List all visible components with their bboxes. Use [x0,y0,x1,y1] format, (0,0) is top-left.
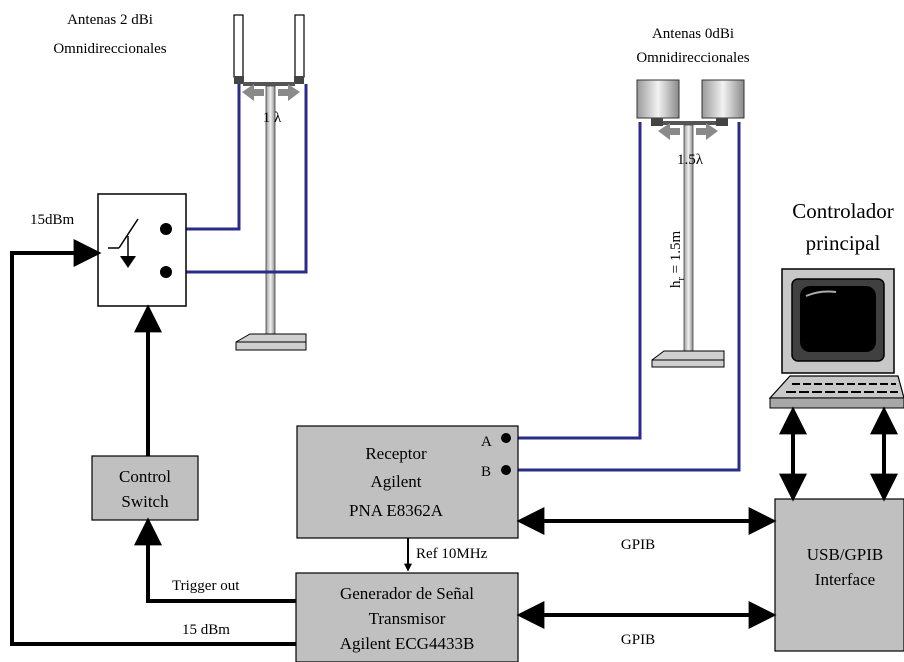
usb-gpib-interface: USB/GPIB Interface [774,498,904,652]
left-antenna-assembly: Antenas 2 dBi Omnidireccionales 1 λ [53,12,308,351]
left-antenna-title-2: Omnidireccionales [53,41,166,57]
cable-antenna-2 [174,84,308,274]
left-antenna-element-1 [233,14,244,78]
switch-power-label: 15dBm [30,212,75,228]
left-antenna-base-2 [294,76,304,84]
gpib-top-label: GPIB [621,537,655,553]
receiver-line-2: Agilent [371,472,422,491]
generator-line-2: Transmisor [369,609,446,628]
switch-ground [120,256,136,268]
right-antenna-element-1 [636,79,680,119]
right-antenna-height-label: hr = 1.5m [668,230,687,288]
receiver: Receptor Agilent PNA E8362A A B [296,425,519,539]
receiver-port-a-label: A [481,434,492,450]
right-spacing-label: 1.5λ [677,152,704,168]
controller-title-2: principal [806,231,881,255]
receiver-port-b [501,465,511,475]
left-antenna-crossbar [243,82,295,86]
main-controller: Controlador principal [768,199,904,409]
interface-box [774,498,904,652]
ref-label: Ref 10MHz [416,546,488,562]
trigger-line [134,517,296,603]
left-spacing-label: 1 λ [263,110,282,126]
gpib-bottom-label: GPIB [621,632,655,648]
left-spacing-arrow-right [278,84,300,101]
left-antenna-title-1: Antenas 2 dBi [67,12,153,28]
monitor-screen [800,286,876,352]
switch-port-2 [160,266,172,278]
switch-port-1 [160,223,172,235]
cable-port-a [510,122,642,440]
left-antenna-base-1 [234,76,244,84]
receiver-line-1: Receptor [365,444,427,463]
right-spacing-arrow-right [696,123,718,140]
right-spacing-arrow-left [658,123,680,140]
right-antenna-element-2 [701,79,745,119]
controller-title-1: Controlador [792,199,893,223]
switch-blade [118,218,139,249]
control-switch: Control Switch [91,455,199,521]
receiver-port-b-label: B [481,464,491,480]
generator: Generador de Señal Transmisor Agilent EC… [295,572,519,662]
control-switch-line-2: Switch [121,492,169,511]
keyboard [768,375,904,399]
cable-port-b [510,122,741,472]
receiver-box [296,425,519,539]
left-spacing-arrow-left [242,84,264,101]
interface-line-2: Interface [815,570,875,589]
receiver-port-a [501,433,511,443]
right-antenna-title-1: Antenas 0dBi [652,26,734,42]
generator-line-3: Agilent ECG4433B [340,634,475,653]
receiver-line-3: PNA E8362A [349,501,444,520]
control-links: 15 dBm Trigger out Ref 10MHz GPIB GPIB [10,239,898,648]
control-switch-box [91,455,199,521]
rf-switch: 15dBm [30,193,187,307]
trigger-label: Trigger out [172,578,240,594]
right-antenna-crossbar [663,121,716,125]
control-switch-line-1: Control [119,467,171,486]
right-antenna-assembly: Antenas 0dBi Omnidireccionales 1.5λ hr =… [510,26,750,472]
left-antenna-element-2 [294,14,305,78]
switch-box [97,193,187,307]
generator-power-label: 15 dBm [182,622,230,638]
right-antenna-base [651,350,725,368]
generator-line-1: Generador de Señal [340,584,474,603]
generator-box [295,572,519,662]
rf-feed-line [10,239,296,646]
interface-line-1: USB/GPIB [807,545,884,564]
right-antenna-title-2: Omnidireccionales [636,50,749,66]
cable-antenna-1 [174,84,241,231]
